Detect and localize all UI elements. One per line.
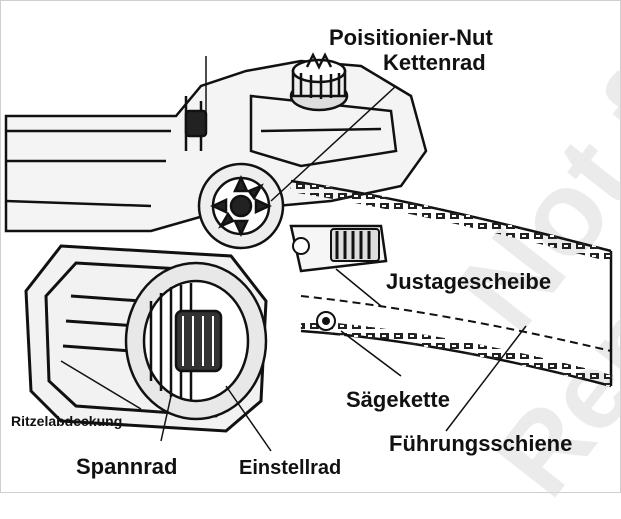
spannrad-wheel <box>124 261 268 421</box>
label-justagescheibe: Justagescheibe <box>386 269 552 294</box>
label-spannrad: Spannrad <box>76 454 178 479</box>
einstellrad-knob <box>316 311 336 331</box>
kettenrad-sprocket <box>197 162 285 250</box>
positionier-nut-knob <box>289 52 349 112</box>
saegekette-chain <box>290 180 613 387</box>
label-kettenrad: Kettenrad <box>383 50 486 75</box>
label-einstellrad: Einstellrad <box>239 457 342 479</box>
leader-lines <box>60 56 527 452</box>
justagescheibe-spring <box>292 228 380 262</box>
label-fuehrungsschiene: Führungsschiene <box>389 431 573 456</box>
chainsaw-illustration <box>4 52 613 452</box>
label-positionier-nut: Poisitionier-Nut <box>329 25 493 50</box>
label-saegekette: Sägekette <box>346 387 450 412</box>
label-ritzelabdeckung: Ritzelabdeckung <box>11 413 123 429</box>
